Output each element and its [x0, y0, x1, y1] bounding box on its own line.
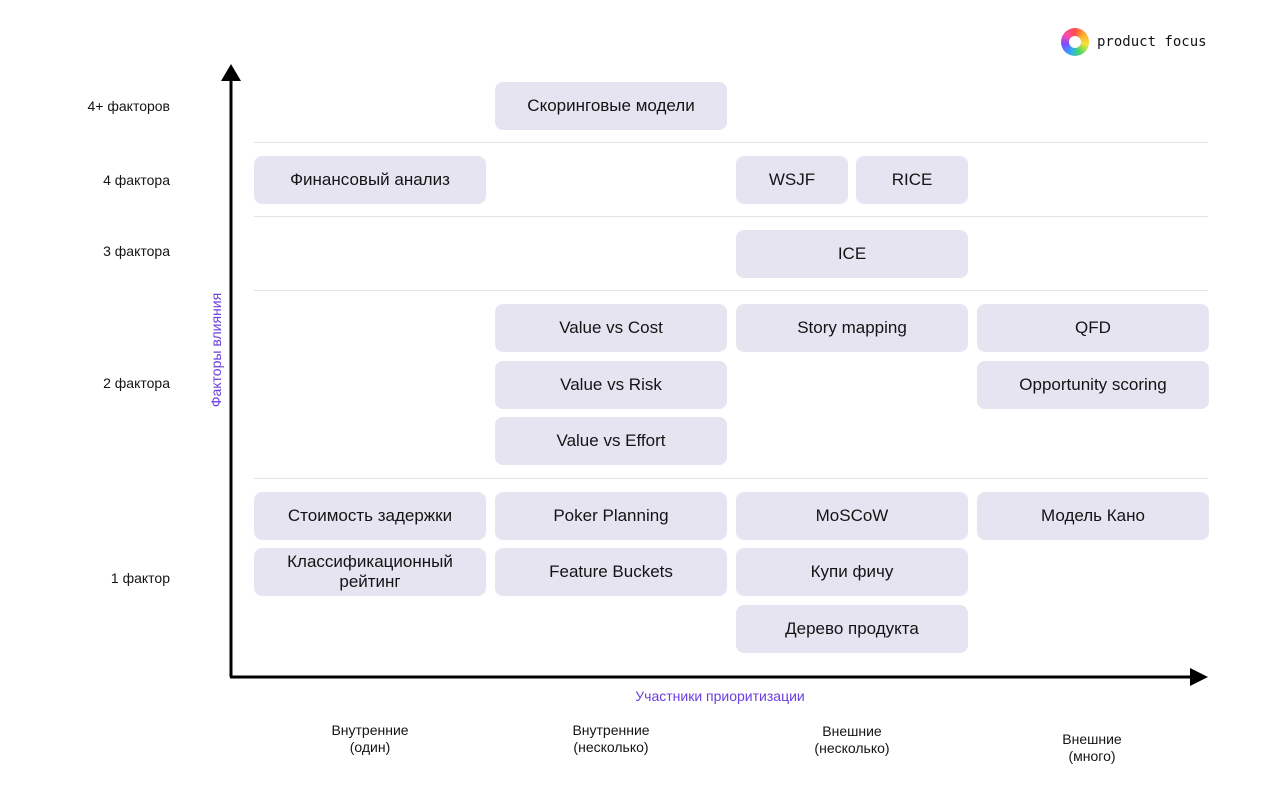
- column-label-internal-several: Внутренние (несколько): [531, 722, 691, 756]
- logo-text: product focus: [1097, 34, 1207, 50]
- row-label-1: 1 фактор: [110, 570, 170, 586]
- column-label-line2: (много): [1068, 748, 1116, 764]
- row-separator: [254, 290, 1208, 291]
- card-classification-rating: Классификационный рейтинг: [254, 548, 486, 596]
- y-axis-arrow-icon: [221, 64, 241, 81]
- column-label-external-many: Внешние (много): [1012, 731, 1172, 765]
- row-label-2: 2 фактора: [103, 375, 170, 391]
- card-opportunity-scoring: Opportunity scoring: [977, 361, 1209, 409]
- card-buy-a-feature: Купи фичу: [736, 548, 968, 596]
- column-label-line1: Внутренние: [331, 722, 409, 738]
- row-separator: [254, 216, 1208, 217]
- card-ice: ICE: [736, 230, 968, 278]
- card-value-vs-risk: Value vs Risk: [495, 361, 727, 409]
- column-label-line1: Внутренние: [572, 722, 650, 738]
- card-feature-buckets: Feature Buckets: [495, 548, 727, 596]
- logo-circle-icon: [1061, 28, 1089, 56]
- card-poker-planning: Poker Planning: [495, 492, 727, 540]
- card-moscow: MoSCoW: [736, 492, 968, 540]
- row-label-4: 4 фактора: [103, 172, 170, 188]
- product-focus-logo: product focus: [1061, 28, 1207, 56]
- card-value-vs-effort: Value vs Effort: [495, 417, 727, 465]
- column-label-external-several: Внешние (несколько): [772, 723, 932, 757]
- column-label-line2: (несколько): [814, 740, 890, 756]
- column-label-internal-single: Внутренние (один): [290, 722, 450, 756]
- x-axis-arrow-icon: [1190, 668, 1208, 686]
- row-separator: [254, 142, 1208, 143]
- card-kano-model: Модель Кано: [977, 492, 1209, 540]
- card-story-mapping: Story mapping: [736, 304, 968, 352]
- card-financial-analysis: Финансовый анализ: [254, 156, 486, 204]
- column-label-line1: Внешние: [1062, 731, 1122, 747]
- column-label-line1: Внешние: [822, 723, 882, 739]
- card-cost-of-delay: Стоимость задержки: [254, 492, 486, 540]
- column-label-line2: (несколько): [573, 739, 649, 755]
- card-scoring-models: Скоринговые модели: [495, 82, 727, 130]
- row-label-3: 3 фактора: [103, 243, 170, 259]
- x-axis-title: Участники приоритизации: [635, 688, 805, 704]
- y-axis-title: Факторы влияния: [208, 292, 224, 408]
- card-rice: RICE: [856, 156, 968, 204]
- card-qfd: QFD: [977, 304, 1209, 352]
- row-label-4plus: 4+ факторов: [87, 98, 171, 114]
- card-wsjf: WSJF: [736, 156, 848, 204]
- column-label-line2: (один): [349, 739, 391, 755]
- row-separator: [254, 478, 1208, 479]
- card-product-tree: Дерево продукта: [736, 605, 968, 653]
- card-value-vs-cost: Value vs Cost: [495, 304, 727, 352]
